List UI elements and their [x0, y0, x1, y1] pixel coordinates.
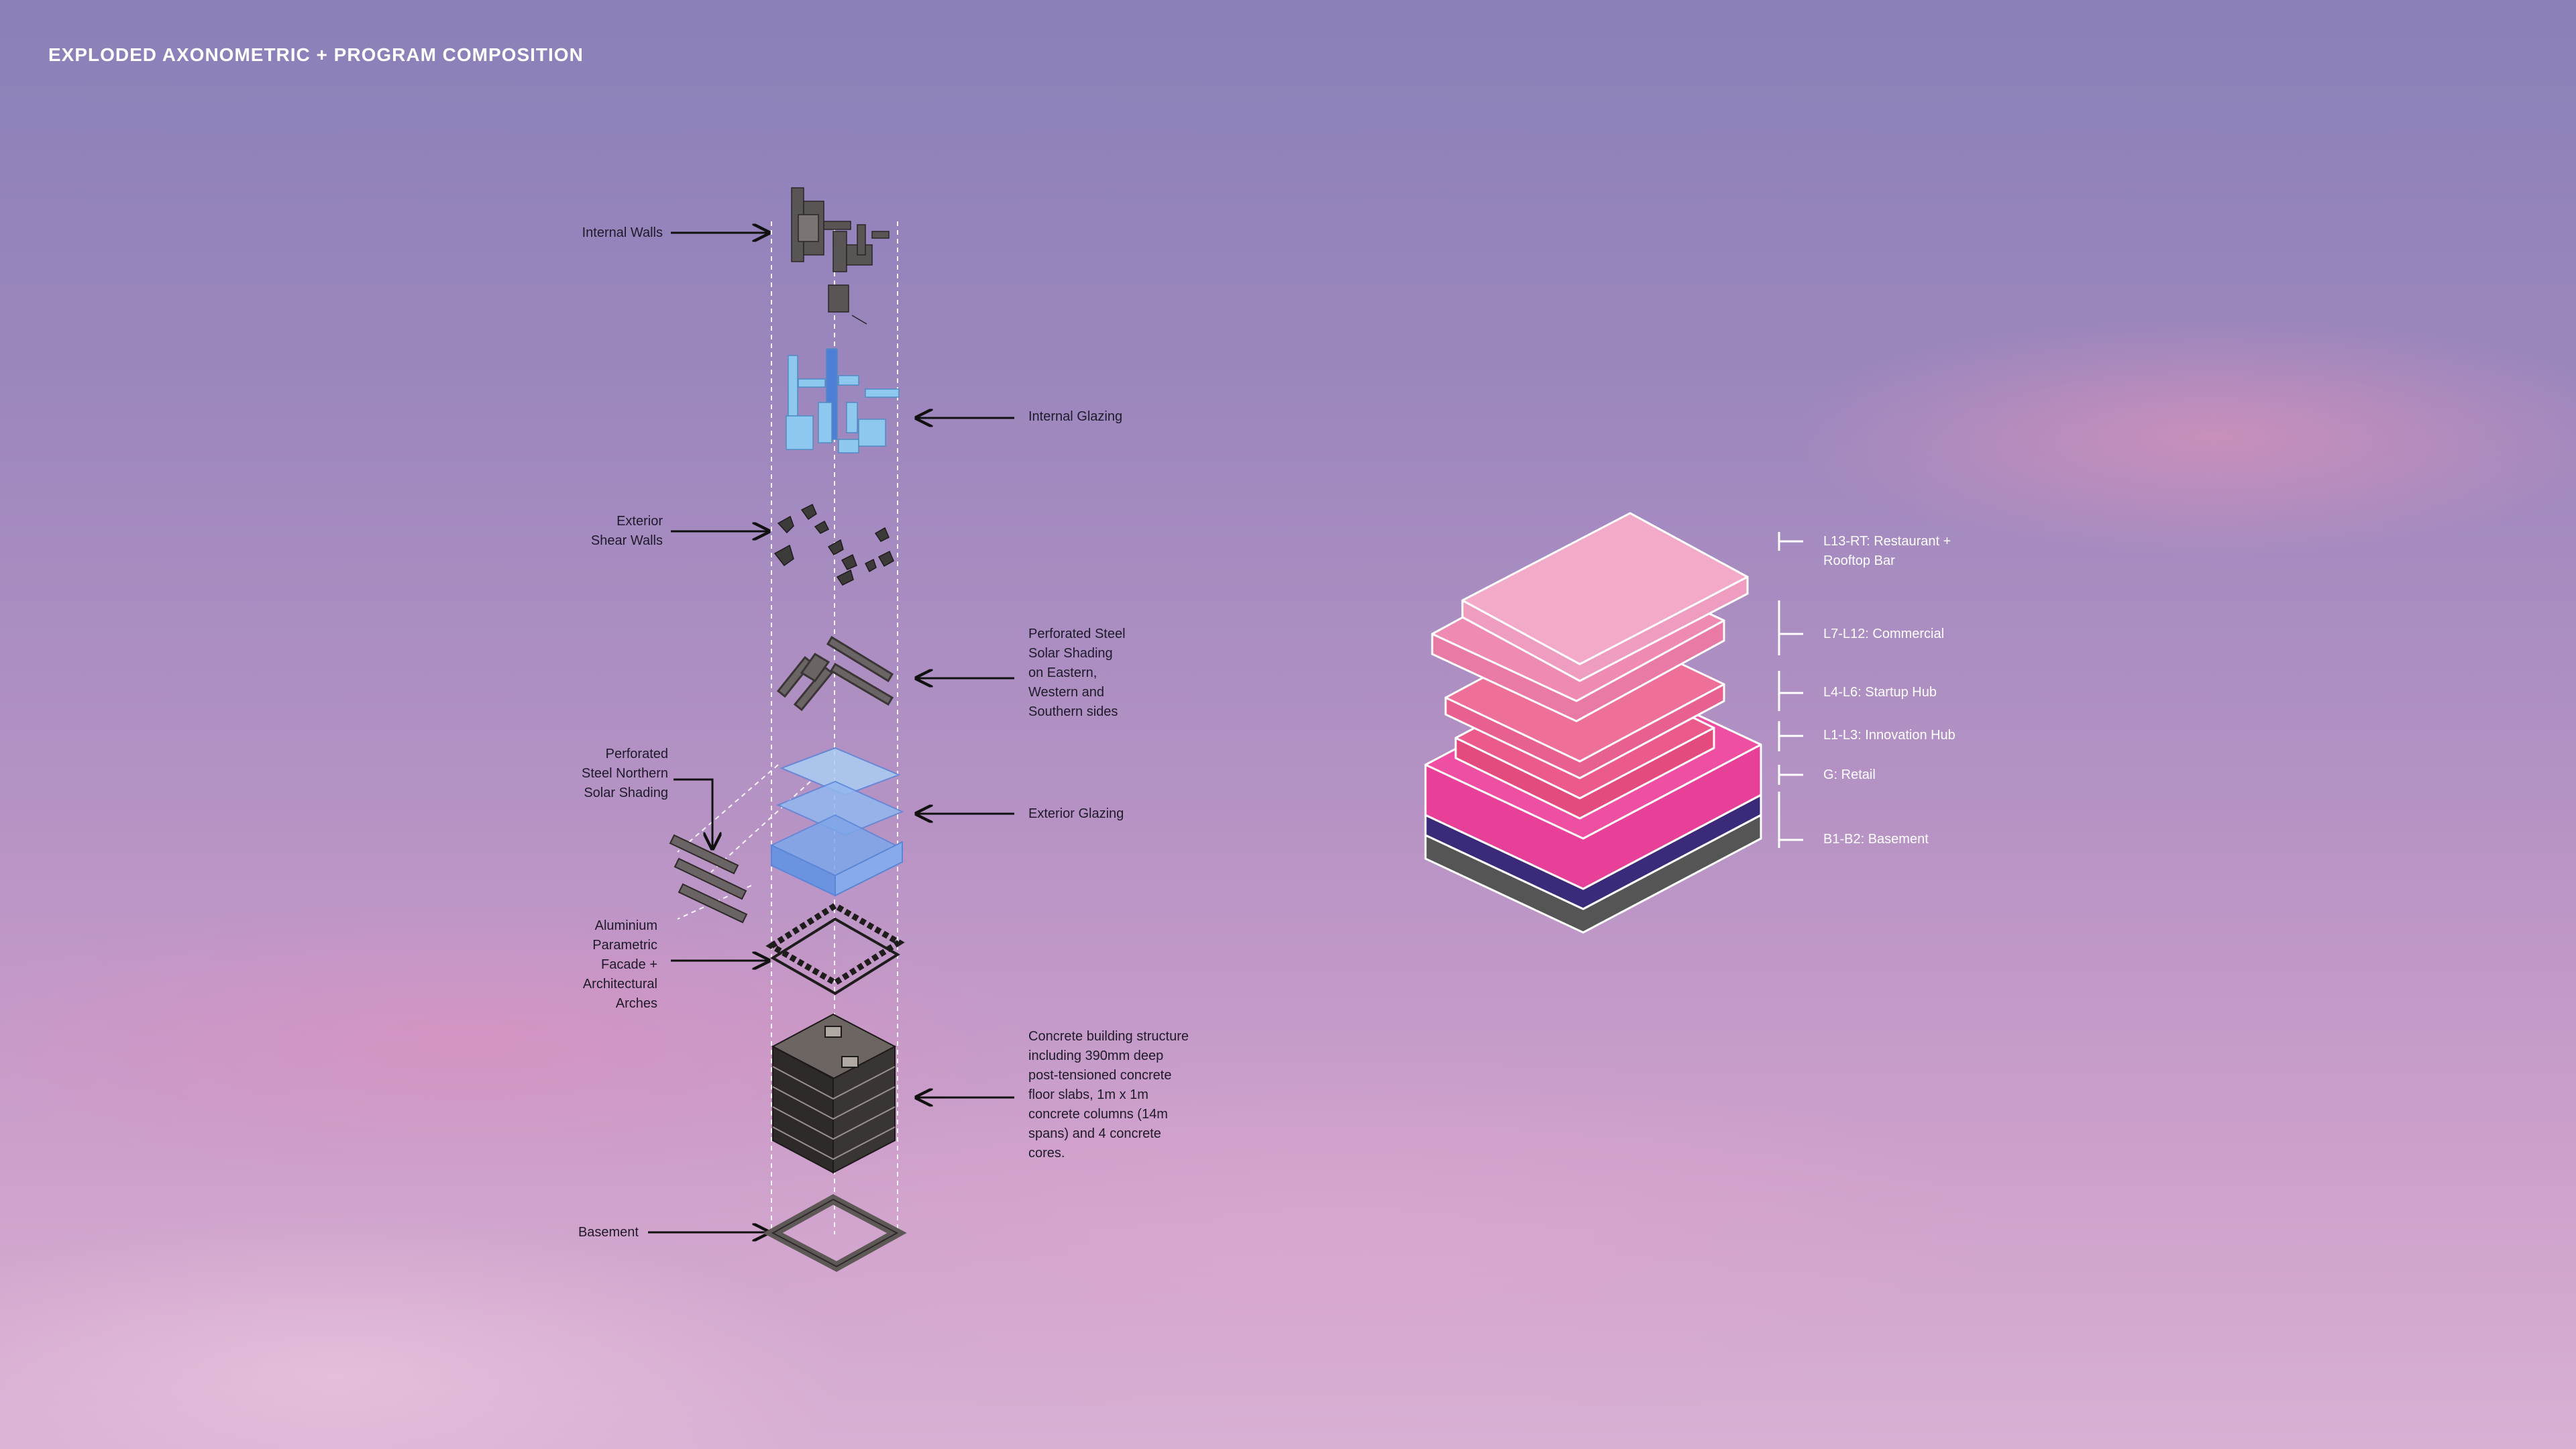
perforated-steel-solar-shading-model [778, 637, 892, 710]
perforated-steel-northern-shading-model [670, 835, 747, 922]
bracket-l13-rt [1779, 532, 1803, 551]
bracket-b1-b2 [1779, 792, 1803, 848]
concrete-structure-model [773, 1014, 895, 1173]
internal-walls-model [792, 188, 889, 324]
program-brackets [1779, 532, 1803, 848]
aluminium-parametric-facade-model [771, 906, 899, 994]
bracket-l7-l12 [1779, 600, 1803, 655]
program-stack [1426, 513, 1761, 932]
bracket-l1-l3 [1779, 721, 1803, 751]
bracket-l4-l6 [1779, 671, 1803, 711]
bracket-g [1779, 765, 1803, 785]
internal-glazing-model [786, 349, 899, 453]
exterior-glazing-model [771, 748, 902, 896]
